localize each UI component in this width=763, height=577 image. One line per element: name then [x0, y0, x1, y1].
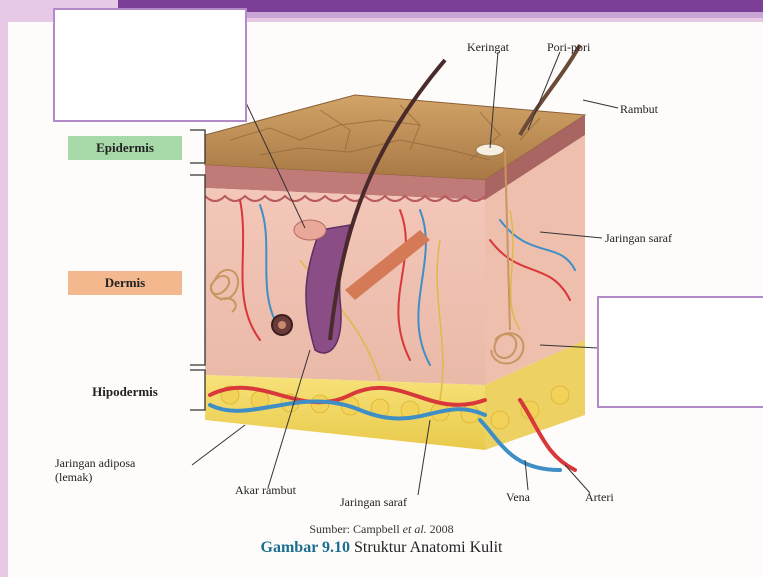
- vena-label: Vena: [506, 490, 530, 505]
- source-italic: et al.: [403, 522, 427, 536]
- jaringan-saraf-bottom-label: Jaringan saraf: [340, 495, 407, 510]
- source-prefix: Sumber: Campbell: [309, 522, 402, 536]
- arteri-label: Arteri: [585, 490, 614, 505]
- dermis-label: Dermis: [68, 271, 182, 295]
- layer-brackets: [190, 130, 205, 410]
- blank-answer-box-right[interactable]: [597, 296, 763, 408]
- caption-number: Gambar 9.10: [261, 539, 350, 556]
- jaringan-adiposa-label: Jaringan adiposa (lemak): [55, 456, 165, 484]
- figure-source: Sumber: Campbell et al. 2008: [0, 522, 763, 537]
- hipodermis-label: Hipodermis: [68, 380, 182, 404]
- source-year: 2008: [427, 522, 454, 536]
- figure-caption: Gambar 9.10 Struktur Anatomi Kulit: [0, 539, 763, 557]
- akar-rambut-label: Akar rambut: [235, 483, 296, 498]
- sebaceous-gland: [294, 220, 326, 240]
- epidermis-label: Epidermis: [68, 136, 182, 160]
- keringat-label: Keringat: [467, 40, 509, 55]
- blank-answer-box-top[interactable]: [53, 8, 247, 122]
- caption-title: Struktur Anatomi Kulit: [350, 539, 502, 556]
- rambut-label: Rambut: [620, 102, 658, 117]
- jaringan-saraf-right-label: Jaringan saraf: [605, 231, 672, 246]
- pori-pori-label: Pori-pori: [547, 40, 590, 55]
